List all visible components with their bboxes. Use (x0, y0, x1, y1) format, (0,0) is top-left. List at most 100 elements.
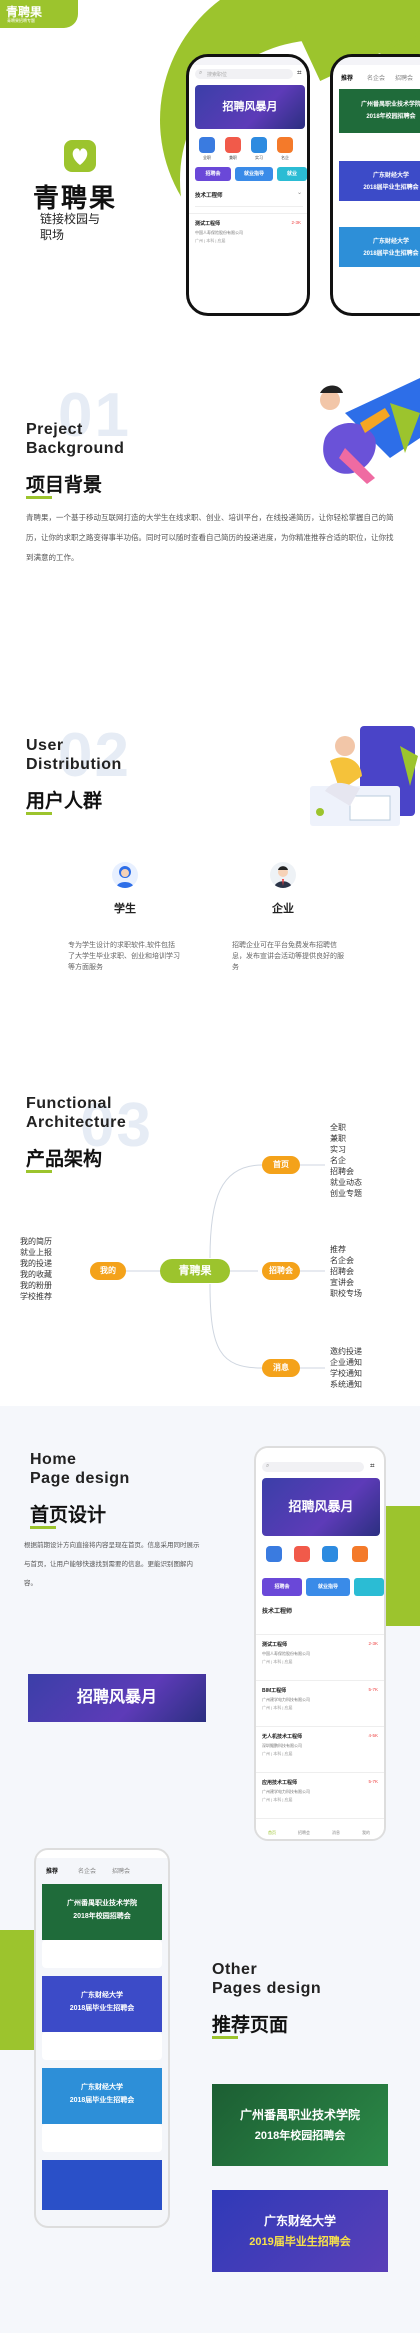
fair-node: 招聘会 (262, 1262, 300, 1280)
home-page-phone: ⌕ ⌗ 招聘风暴月 招聘会 就业指导 技术工程师 测试工程师 2-3K 中国人寿… (254, 1446, 386, 1841)
scan-icon[interactable]: ⌗ (370, 1461, 375, 1470)
home-banner[interactable]: 招聘风暴月 (195, 85, 305, 129)
list-item[interactable]: BIM工程师 5-7K 广州建学电力科技有限公司 广州 | 本科 | 应届 (256, 1680, 384, 1724)
job-company: 中国人寿保险股份有限公司 (195, 230, 243, 235)
fulltime-icon[interactable] (199, 137, 215, 153)
section-title-en-1: Other (212, 1961, 258, 1978)
fair-button[interactable]: 招聘会 (262, 1578, 302, 1596)
recommend-card[interactable]: 广州番禺职业技术学院 2018年校园招聘会 (339, 89, 420, 133)
msg-node: 消息 (262, 1359, 300, 1377)
msg-item: 企业通知 (330, 1358, 362, 1367)
nav-mine[interactable]: 我的 (362, 1830, 370, 1835)
mine-item: 我的投递 (20, 1259, 52, 1268)
tab-famous[interactable]: 名企会 (367, 76, 386, 82)
fair-button[interactable]: 招聘会 (195, 167, 231, 181)
mine-node: 我的 (90, 1262, 126, 1280)
student-desc: 专为学生设计的求职软件,软件包括了大学生毕业求职、创业和培训学习等方面服务 (68, 942, 180, 971)
recommend-card[interactable]: 广州番禺职业技术学院 2018年校园招聘会 (42, 1884, 162, 1940)
recommend-page-phone: 推荐 名企会 招聘会 广州番禺职业技术学院 2018年校园招聘会 广东财经大学 … (34, 1848, 170, 2228)
search-bar[interactable]: ⌕ (262, 1462, 364, 1472)
tab-famous[interactable]: 名企会 (78, 1869, 97, 1875)
home-banner[interactable]: 招聘风暴月 (262, 1478, 380, 1536)
status-bar (36, 1850, 168, 1858)
job-title: 应用技术工程师 (262, 1780, 298, 1786)
job-meta: 广州 | 本科 | 应届 (195, 238, 226, 243)
recommend-card[interactable]: 广东财经大学 2018届毕业生招聘会 (339, 161, 420, 201)
guide-button[interactable]: 就业指导 (306, 1578, 350, 1596)
mine-item: 我的简历 (20, 1237, 52, 1246)
fair-items: 推荐 名企会 招聘会 宣讲会 职校专场 (330, 1244, 362, 1299)
guide-button[interactable]: 就业指导 (235, 167, 273, 181)
parttime-icon[interactable] (225, 137, 241, 153)
intern-icon[interactable] (322, 1546, 338, 1562)
msg-item: 学校通知 (330, 1369, 362, 1378)
filter-chips (195, 203, 303, 207)
famous-icon[interactable] (352, 1546, 368, 1562)
tab-recommend[interactable]: 推荐 (46, 1869, 59, 1875)
icon-label: 兼职 (229, 155, 237, 160)
msg-items: 邀约投递 企业通知 学校通知 系统通知 (330, 1346, 362, 1390)
nav-fair[interactable]: 招聘会 (298, 1830, 310, 1835)
fair-item: 宣讲会 (330, 1278, 354, 1287)
list-item[interactable]: 测试工程师 2-3K 中国人寿保险股份有限公司 广州 | 本科 | 应届 (256, 1634, 384, 1678)
tab-fair[interactable]: 招聘会 (395, 76, 414, 82)
fair-item: 推荐 (330, 1245, 346, 1254)
job-salary: 2-3K (368, 1641, 378, 1646)
app-logo-icon (64, 140, 96, 172)
hero-phone-recommend: 推荐 名企会 招聘会 广州番禺职业技术学院 2018年校园招聘会 广东财经大学 … (330, 54, 420, 316)
section-title-cn: 用户人群 (26, 791, 103, 812)
icon-label: 实习 (255, 155, 263, 160)
student-label: 学生 (114, 903, 136, 915)
company-avatar (270, 862, 296, 888)
intern-icon[interactable] (251, 137, 267, 153)
tab-recommend[interactable]: 推荐 (341, 76, 354, 82)
nav-home[interactable]: 首页 (268, 1830, 276, 1835)
employ-button[interactable]: 就业 (277, 167, 307, 181)
section-title-cn: 项目背景 (26, 475, 103, 496)
mine-item: 我的收藏 (20, 1270, 52, 1279)
card-title: 广东财经大学 (372, 239, 409, 245)
search-bar[interactable]: ⌕ 搜索职位 (195, 69, 293, 79)
filter-label[interactable]: 技术工程师 (195, 193, 223, 199)
list-item[interactable]: 测试工程师 2-3K 中国人寿保险股份有限公司 广州 | 本科 | 应届 (189, 213, 307, 251)
tab-fair[interactable]: 招聘会 (112, 1869, 131, 1875)
mine-item: 学校推荐 (20, 1292, 52, 1301)
section-title-en-1: Preject (26, 421, 83, 438)
employ-button[interactable] (354, 1578, 384, 1596)
fulltime-icon[interactable] (266, 1546, 282, 1562)
job-salary: 4-5K (368, 1733, 378, 1738)
recommend-card[interactable] (42, 2160, 162, 2210)
title-underline (30, 1526, 56, 1529)
status-bar (333, 57, 420, 65)
title-underline (212, 2036, 238, 2039)
card-title: 广东财经大学 (81, 2084, 123, 2091)
scan-icon[interactable]: ⌗ (297, 68, 302, 77)
card-sub: 2018年校园招聘会 (366, 114, 416, 120)
job-meta: 广州 | 本科 | 应届 (262, 1797, 293, 1802)
home-item: 创业专题 (330, 1189, 362, 1198)
list-item[interactable]: 应用技术工程师 5-7K 广州建学电力科技有限公司 广州 | 本科 | 应届 (256, 1772, 384, 1816)
card-title: 广东财经大学 (81, 1992, 123, 1999)
section5-green-block (0, 1930, 36, 2050)
card-sub: 2018届毕业生招聘会 (363, 185, 419, 191)
list-item[interactable]: 无人机技术工程师 4-5K 深圳鲲鹏科技有限公司 广州 | 本科 | 应届 (256, 1726, 384, 1770)
section-title-en-2: Page design (30, 1470, 130, 1487)
nav-msg[interactable]: 消息 (332, 1830, 340, 1835)
filter-label[interactable]: 技术工程师 (262, 1609, 293, 1615)
famous-icon[interactable] (277, 137, 293, 153)
section-title-en-1: Home (30, 1451, 77, 1468)
section-title-en-2: Architecture (26, 1114, 127, 1131)
recommend-card[interactable]: 广东财经大学 2018届毕业生招聘会 (42, 1976, 162, 2032)
recommend-card[interactable]: 广东财经大学 2018届毕业生招聘会 (42, 2068, 162, 2124)
card-sub: 2018届毕业生招聘会 (69, 2097, 135, 2104)
recommend-card[interactable]: 广东财经大学 2018届毕业生招聘会 (339, 227, 420, 267)
section-title-en-2: Distribution (26, 756, 122, 773)
mine-items: 我的简历 就业上报 我的投递 我的收藏 我的粉册 学校推荐 (20, 1236, 52, 1302)
ad-poster-1: 广州番禺职业技术学院 2018年校园招聘会 (212, 2084, 388, 2166)
title-underline (26, 496, 52, 499)
job-company: 广州建学电力科技有限公司 (262, 1789, 310, 1794)
bottom-nav: 首页 招聘会 消息 我的 (256, 1818, 384, 1839)
parttime-icon[interactable] (294, 1546, 310, 1562)
job-meta: 广州 | 本科 | 应届 (262, 1751, 293, 1756)
